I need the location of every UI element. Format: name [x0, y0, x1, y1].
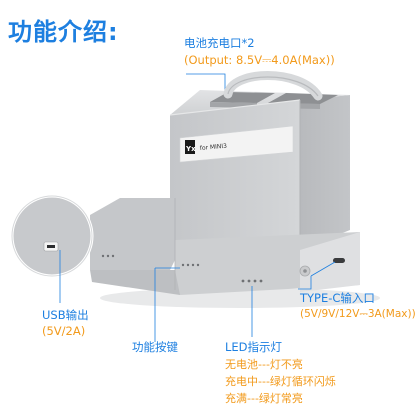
led-indicator-label: LED指示灯 — [225, 340, 283, 354]
led-state-no-battery: 无电池---灯不亮 — [225, 358, 303, 371]
base-left-section — [90, 198, 175, 270]
usb-zoom-circle — [10, 194, 94, 278]
led-dots-left — [101, 254, 115, 258]
typec-input-spec: (5V/9V/12V⎓3A(Max)) — [300, 308, 416, 320]
brand-logo-text: Yx — [185, 145, 196, 153]
brand-label — [179, 125, 294, 163]
model-text: for MINI3 — [200, 143, 228, 152]
typec-input-label: TYPE-C输入口 — [300, 291, 375, 305]
body-side-face — [300, 95, 350, 250]
typec-leader-line — [298, 276, 312, 290]
battery-port-spec: (Output: 8.5V⎓4.0A(Max)) — [184, 53, 335, 67]
body-front-face — [170, 100, 300, 258]
function-button-label: 功能按键 — [132, 340, 178, 354]
base-bottom-edge — [90, 270, 180, 295]
led-state-charging: 充电中---绿灯循环闪烁 — [225, 375, 336, 388]
function-button-graphic — [299, 265, 311, 277]
led-state-full: 充满---绿灯常亮 — [225, 392, 303, 405]
page-title: 功能介绍: — [8, 18, 119, 46]
typec-port-graphic — [333, 258, 345, 263]
usb-output-label: USB输出 — [42, 308, 89, 322]
typec-panel — [300, 232, 360, 292]
usb-output-spec: (5V/2A) — [42, 324, 86, 338]
handle-edge — [227, 76, 319, 97]
battery-port-label: 电池充电口*2 — [184, 36, 255, 50]
led-dots-front — [241, 279, 263, 283]
led-dots-side — [181, 263, 200, 267]
